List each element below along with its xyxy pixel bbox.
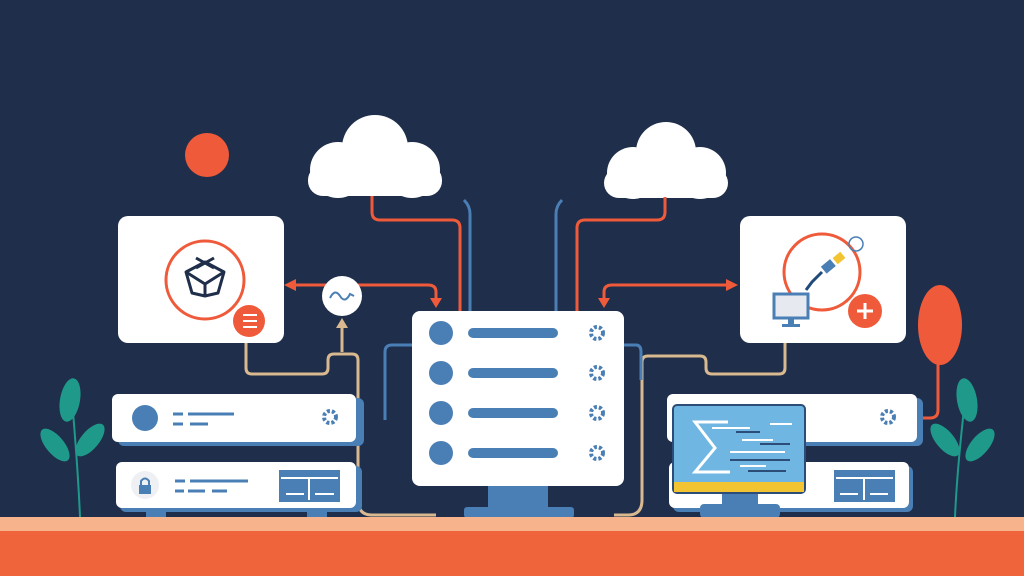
floor — [0, 531, 1024, 576]
wave-signal-icon — [329, 291, 355, 301]
row-bar — [468, 448, 558, 458]
panel-icon — [279, 470, 340, 502]
gear-icon[interactable] — [322, 409, 338, 425]
status-dot — [429, 401, 453, 425]
sigma-monitor[interactable] — [672, 404, 806, 518]
row-bar — [468, 408, 558, 418]
package-icon — [184, 256, 226, 298]
plug-icon — [804, 251, 846, 291]
info-icon — [848, 236, 864, 252]
status-dot — [429, 321, 453, 345]
lock-icon — [139, 477, 151, 494]
gear-icon[interactable] — [589, 405, 605, 421]
cloud-icon — [604, 122, 728, 199]
floor-edge — [0, 517, 1024, 531]
package-card[interactable] — [118, 216, 284, 343]
orange-tree-icon — [918, 285, 962, 365]
server-row[interactable] — [429, 441, 605, 465]
sigma-icon — [691, 420, 730, 474]
gear-icon[interactable] — [880, 409, 896, 425]
gear-icon[interactable] — [589, 325, 605, 341]
sun-circle — [185, 133, 229, 177]
plugin-card[interactable] — [740, 216, 906, 343]
central-server[interactable] — [412, 311, 624, 518]
row-bar — [468, 328, 558, 338]
cloud-icon — [308, 115, 442, 198]
wave-signal-node[interactable] — [322, 276, 362, 316]
row-bar — [468, 368, 558, 378]
arrow-up-icon — [336, 318, 348, 328]
leaf-plant-icon — [930, 378, 995, 518]
arrow-right-icon — [726, 279, 738, 291]
gear-icon[interactable] — [589, 445, 605, 461]
status-dot — [429, 441, 453, 465]
gear-icon[interactable] — [589, 365, 605, 381]
arrow-down-icon — [430, 298, 442, 308]
server-row[interactable] — [429, 361, 605, 385]
monitor-icon — [772, 292, 810, 327]
server-row[interactable] — [429, 321, 605, 345]
status-dot — [429, 361, 453, 385]
panel-icon — [834, 470, 895, 502]
left-server-2[interactable] — [116, 462, 362, 519]
arrow-down-icon — [598, 298, 610, 308]
leaf-plant-icon — [40, 378, 105, 518]
server-row[interactable] — [429, 401, 605, 425]
arrow-left-icon — [284, 279, 296, 291]
left-server-1[interactable] — [112, 394, 364, 446]
